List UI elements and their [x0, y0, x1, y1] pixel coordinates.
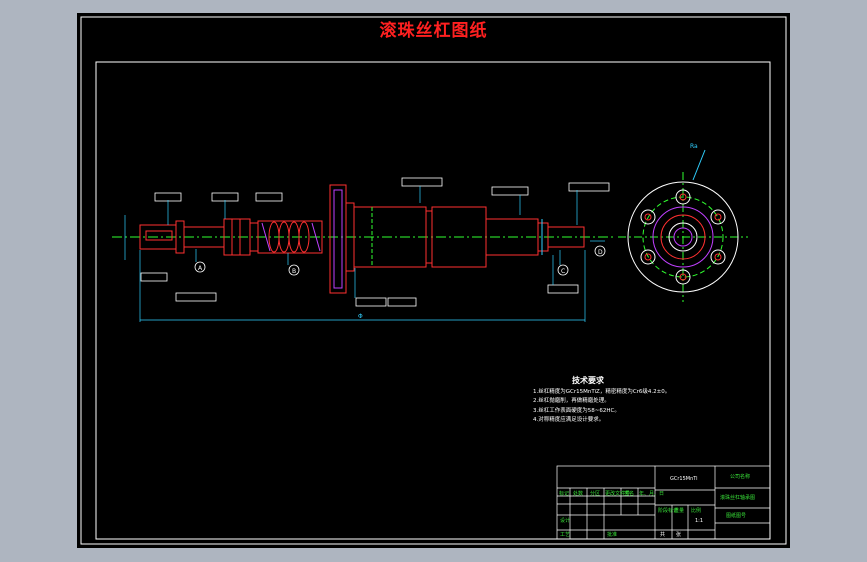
page-title: 滚珠丝杠图纸 [379, 21, 488, 41]
bolt-circle [642, 196, 724, 278]
part-name: 滚珠丝杠轴承图 [720, 495, 756, 501]
company-name: 公司名称 [730, 474, 751, 480]
length-dim-label: Φ [358, 313, 363, 320]
drawing-sheet [77, 13, 790, 548]
requirement-item: 3.丝杠工作表面硬度为58~62HC。 [533, 407, 620, 414]
requirement-item: 1.丝杠精度为GCr15MnTiZ，精密精度为Cr6级4.2±0。 [533, 388, 671, 395]
keyway [145, 230, 173, 241]
shaft-main-view [112, 184, 615, 294]
bolt-holes [640, 189, 726, 285]
outer-border [80, 16, 787, 545]
material-label: GCr15MnTi [670, 476, 698, 482]
row-design: 设计 [560, 518, 571, 524]
sheet-total: 共 [660, 532, 666, 538]
row-approve: 批准 [607, 532, 618, 538]
sheet-of: 张 [676, 532, 682, 538]
scale-value: 1:1 [695, 518, 704, 524]
row-process: 工艺 [560, 532, 571, 538]
header-date: 年、月、日 [639, 491, 665, 497]
tolerance-frames [140, 177, 610, 307]
flange-inner [333, 189, 343, 289]
title-block-grid [556, 465, 771, 540]
weight-label: 重量 [674, 508, 685, 514]
drawing-number: 图纸图号 [726, 513, 747, 519]
technical-requirements: 技术要求 1.丝杠精度为GCr15MnTiZ，精密精度为Cr6级4.2±0。 2… [533, 376, 723, 426]
scale-label: 比例 [691, 508, 702, 514]
datum-d-label: D [598, 249, 603, 256]
header-doc: 更改文件号 [605, 491, 631, 497]
header-mark: 标记 [559, 491, 570, 497]
requirement-item: 2.丝杠抛磨削，再做精磨处理。 [533, 398, 610, 405]
datum-a-label: A [198, 265, 203, 272]
flange-outer [627, 181, 739, 293]
requirements-heading: 技术要求 [572, 376, 604, 385]
stage-label: 阶段标记 [658, 508, 679, 514]
header-zone: 分区 [590, 491, 601, 497]
datum-markers [194, 245, 606, 276]
requirement-item: 4.对称精度应满足设计要求。 [533, 417, 605, 424]
thread-hatch [261, 222, 321, 252]
surface-finish-label: Ra [690, 143, 698, 150]
datum-c-label: C [561, 268, 565, 275]
flange-end-view [618, 149, 748, 302]
header-count: 处数 [573, 491, 584, 497]
nut-flange [329, 184, 347, 294]
right-end [547, 226, 585, 248]
header-sign: 签名 [624, 491, 635, 497]
datum-b-label: B [292, 268, 296, 275]
bore-hatch [652, 206, 714, 268]
ball-threads [268, 221, 310, 253]
screw-body [257, 220, 323, 254]
inner-frame [95, 61, 771, 540]
dimension-lines [124, 186, 605, 322]
